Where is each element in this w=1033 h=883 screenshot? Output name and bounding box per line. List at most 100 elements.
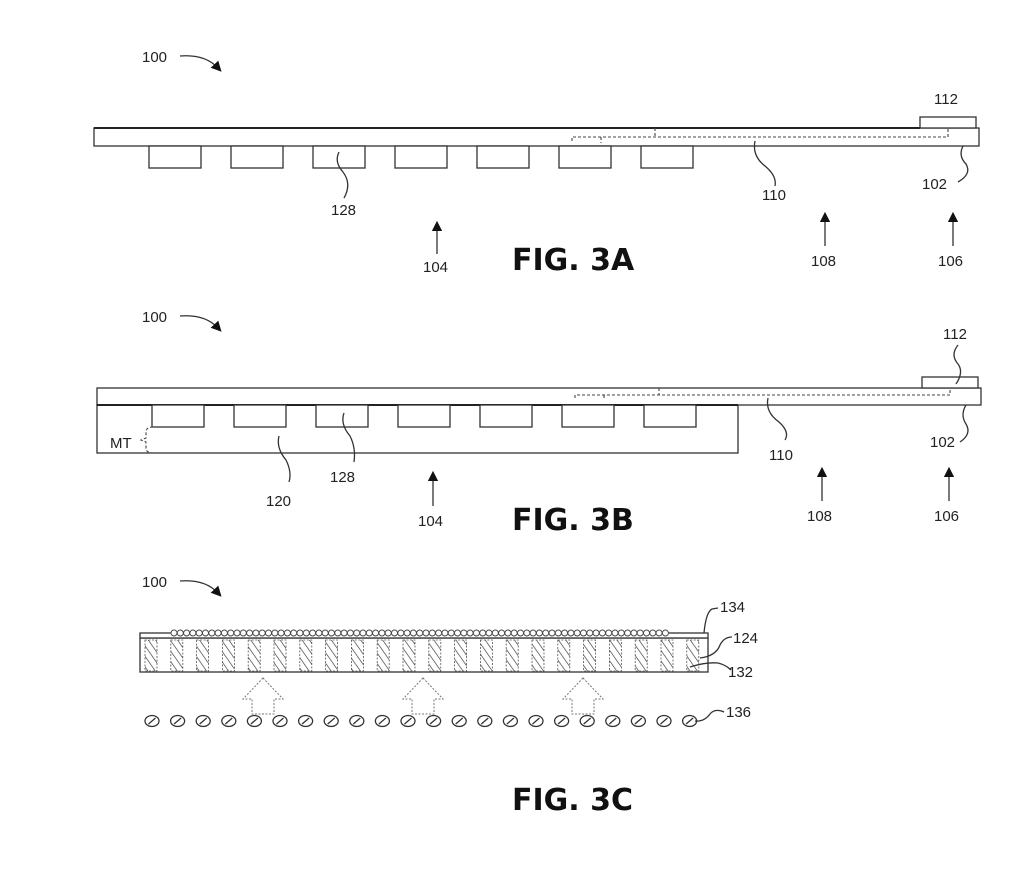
particle-136 <box>553 714 570 728</box>
component-112 <box>919 116 977 129</box>
bead <box>189 629 197 637</box>
pad-row <box>151 404 697 428</box>
filler-column-132 <box>247 639 261 672</box>
bead <box>315 629 323 637</box>
filler-columns-132 <box>144 639 700 672</box>
pad-128 <box>394 145 448 169</box>
bead <box>403 629 411 637</box>
bead <box>202 629 209 637</box>
leader-102 <box>959 404 969 443</box>
particle-136 <box>656 714 672 728</box>
bead <box>422 629 430 637</box>
bead <box>309 629 317 637</box>
figure-caption: FIG. 3A <box>512 243 635 278</box>
particle-136 <box>374 714 391 728</box>
bead <box>447 629 455 637</box>
bead <box>573 629 581 637</box>
bead <box>517 629 524 637</box>
bead <box>302 629 310 637</box>
pad-128 <box>640 145 694 169</box>
bead <box>227 629 235 637</box>
label-102: 102 <box>930 434 955 451</box>
bead <box>561 629 569 637</box>
pad-128 <box>312 145 366 169</box>
leader-132 <box>689 662 732 671</box>
bead <box>346 629 354 637</box>
component-112 <box>921 376 979 389</box>
bead <box>220 629 228 637</box>
filler-column-132 <box>583 639 596 672</box>
leader-128 <box>342 412 356 463</box>
substrate-102 <box>93 127 980 147</box>
bead <box>321 629 329 637</box>
particle-136 <box>400 714 416 728</box>
bead <box>554 629 562 637</box>
label-120: 120 <box>266 493 291 510</box>
leader-arrow-100 <box>179 55 222 72</box>
label-110: 110 <box>762 187 786 204</box>
bead <box>617 629 625 637</box>
mt-bracket <box>139 426 154 454</box>
pad-128 <box>479 404 533 428</box>
bead <box>239 629 247 637</box>
figure-3b: 100 112 MT 120 128 110 102 104 108 106 F… <box>96 309 982 538</box>
bead <box>195 629 203 637</box>
filler-column-132 <box>221 639 235 672</box>
label-132: 132 <box>728 664 753 681</box>
filler-column-132 <box>479 639 493 672</box>
particle-136 <box>605 714 621 728</box>
particle-136 <box>349 714 365 728</box>
bead <box>605 629 613 637</box>
bead <box>523 629 531 637</box>
label-mt: MT <box>110 435 132 452</box>
bead <box>567 629 575 637</box>
filler-column-132 <box>402 639 416 672</box>
particle-136 <box>451 714 467 728</box>
bead <box>472 629 480 637</box>
label-102: 102 <box>922 176 947 193</box>
label-112: 112 <box>943 326 967 343</box>
bead <box>290 629 298 637</box>
filler-column-132 <box>350 639 364 672</box>
filler-column-132 <box>609 639 622 672</box>
bead <box>435 629 443 637</box>
filler-column-132 <box>170 639 184 672</box>
bead <box>359 629 367 637</box>
particle-136 <box>195 714 211 728</box>
label-106: 106 <box>934 508 959 525</box>
bead <box>183 629 191 637</box>
label-124: 124 <box>733 630 758 647</box>
label-110: 110 <box>769 447 793 464</box>
bead <box>246 629 254 637</box>
pad-128 <box>230 145 284 169</box>
leader-arrow-100 <box>179 580 222 597</box>
figure-caption: FIG. 3C <box>512 783 633 818</box>
filler-column-132 <box>428 639 442 672</box>
bead <box>586 629 594 637</box>
pad-row <box>148 145 694 169</box>
filler-column-132 <box>454 639 468 672</box>
bead <box>611 629 619 637</box>
bead <box>258 629 266 637</box>
bead <box>384 629 392 637</box>
bead <box>416 629 424 637</box>
bead <box>428 629 436 637</box>
leader-arrow-100 <box>179 315 222 332</box>
trace-110 <box>571 128 949 141</box>
label-136: 136 <box>726 704 751 721</box>
filler-column-132 <box>660 639 674 672</box>
bead-row <box>170 629 669 637</box>
bead <box>498 629 506 637</box>
bead <box>655 629 663 637</box>
filler-column-132 <box>505 639 519 672</box>
particle-136 <box>272 714 288 728</box>
particle-136 <box>246 714 263 728</box>
bead <box>397 629 405 637</box>
particle-136 <box>323 714 339 728</box>
pad-128 <box>151 404 205 428</box>
pad-128 <box>643 404 697 428</box>
pad-128 <box>397 404 451 428</box>
figure-caption: FIG. 3B <box>512 503 634 538</box>
label-104: 104 <box>423 259 448 276</box>
bead <box>491 629 499 637</box>
